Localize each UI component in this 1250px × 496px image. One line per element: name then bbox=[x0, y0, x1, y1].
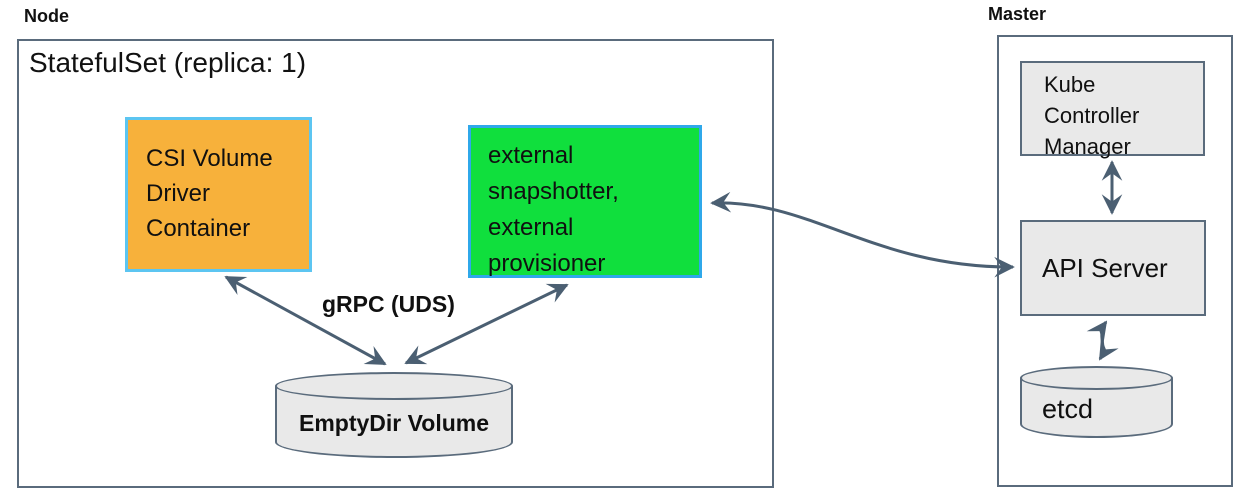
node-frame: StatefulSet (replica: 1) bbox=[17, 39, 774, 488]
master-group-title: Master bbox=[988, 4, 1047, 24]
cylinder-top bbox=[1020, 366, 1173, 390]
etcd-cylinder: etcd bbox=[1020, 366, 1173, 438]
node-group-title: Node bbox=[24, 6, 69, 26]
kube-controller-manager-label: Kube Controller Manager bbox=[1044, 72, 1140, 159]
api-server-label: API Server bbox=[1042, 252, 1168, 283]
statefulset-title: StatefulSet (replica: 1) bbox=[29, 47, 307, 78]
grpc-uds-label: gRPC (UDS) bbox=[322, 291, 455, 317]
emptydir-volume-cylinder: EmptyDir Volume bbox=[275, 372, 513, 458]
csi-volume-driver-container-label: CSI Volume Driver Container bbox=[146, 145, 273, 242]
external-snapshotter-provisioner-box: external snapshotter, external provision… bbox=[468, 125, 702, 278]
api-server-box: API Server bbox=[1020, 220, 1206, 316]
csi-volume-driver-container-box: CSI Volume Driver Container bbox=[125, 117, 312, 272]
external-snapshotter-provisioner-label: external snapshotter, external provision… bbox=[488, 142, 619, 277]
kube-controller-manager-box: Kube Controller Manager bbox=[1020, 61, 1205, 159]
emptydir-volume-label: EmptyDir Volume bbox=[299, 410, 489, 436]
cylinder-top bbox=[275, 372, 513, 400]
etcd-label: etcd bbox=[1042, 394, 1094, 424]
